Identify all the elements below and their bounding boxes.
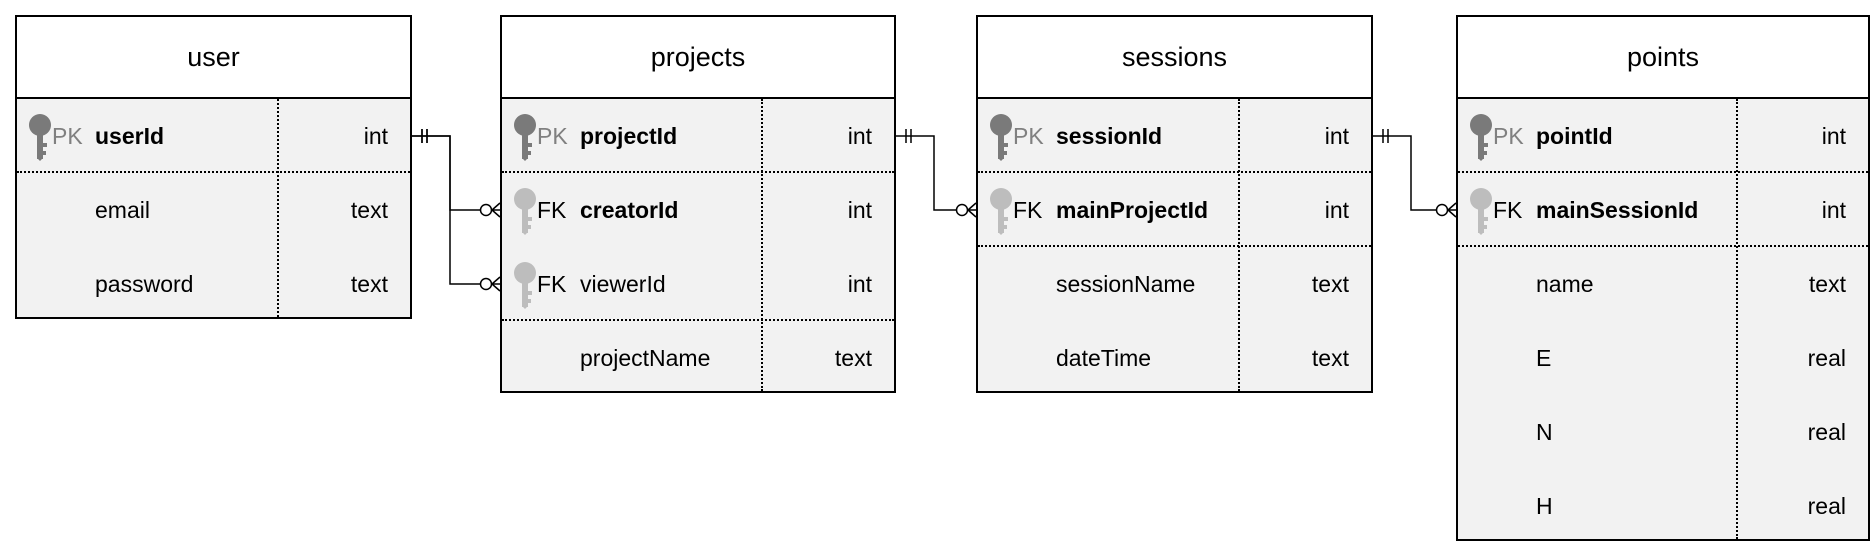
foreign-key-icon [990,188,1012,235]
field-row[interactable]: FK viewerId int [502,247,894,321]
field-type: int [1821,197,1846,223]
field-name: viewerId [580,271,666,297]
field-row[interactable]: PK userId int [17,99,410,173]
field-name: sessionName [1056,271,1196,297]
field-type: text [350,197,388,223]
primary-key-label: PK [52,123,83,149]
relationship-line [896,135,956,211]
column-divider [277,99,279,317]
field-type: int [363,123,388,149]
field-row[interactable]: PK sessionId int [978,99,1371,173]
many-marker [491,202,501,218]
foreign-key-label: FK [1493,197,1523,223]
entity-title: points [1458,17,1868,99]
field-type: real [1807,419,1846,445]
field-name: email [95,197,150,223]
field-row[interactable]: projectName text [502,321,894,395]
zero-marker [1435,203,1449,217]
field-name: sessionId [1056,123,1163,149]
zero-marker [479,203,493,217]
primary-key-icon [29,114,51,161]
field-type: int [1324,123,1349,149]
field-name: projectId [580,123,678,149]
field-row[interactable]: name text [1458,247,1868,321]
foreign-key-label: FK [537,197,567,223]
field-type: text [350,271,388,297]
foreign-key-icon [514,262,536,309]
foreign-key-icon [1470,188,1492,235]
field-type: real [1807,345,1846,371]
field-row[interactable]: email text [17,173,410,247]
primary-key-icon [990,114,1012,161]
field-type: int [847,197,872,223]
field-name: dateTime [1056,345,1152,371]
entity-title: projects [502,17,894,99]
primary-key-label: PK [1013,123,1044,149]
field-name: userId [95,123,165,149]
column-divider [1238,99,1240,391]
field-row[interactable]: FK mainProjectId int [978,173,1371,247]
field-row[interactable]: PK pointId int [1458,99,1868,173]
field-type: int [847,271,872,297]
field-type: text [1311,345,1349,371]
field-name: mainSessionId [1536,197,1699,223]
field-row[interactable]: password text [17,247,410,321]
many-marker [1447,202,1457,218]
field-row[interactable]: dateTime text [978,321,1371,395]
field-name: name [1536,271,1594,297]
field-type: text [1808,271,1846,297]
field-name: creatorId [580,197,679,223]
field-row[interactable]: PK projectId int [502,99,894,173]
field-type: real [1807,493,1846,519]
field-name: pointId [1536,123,1613,149]
many-marker [967,202,977,218]
field-type: text [834,345,872,371]
entity-title: user [17,17,410,99]
field-name: password [95,271,194,297]
relationship-line [412,135,480,211]
field-type: int [847,123,872,149]
field-name: projectName [580,345,711,371]
primary-key-label: PK [537,123,568,149]
field-name: H [1536,493,1553,519]
field-name: mainProjectId [1056,197,1209,223]
field-row[interactable]: sessionName text [978,247,1371,321]
zero-marker [955,203,969,217]
column-divider [1736,99,1738,539]
field-type: int [1821,123,1846,149]
field-name: E [1536,345,1552,371]
field-row[interactable]: FK creatorId int [502,173,894,247]
zero-marker [479,277,493,291]
field-row[interactable]: FK mainSessionId int [1458,173,1868,247]
relationship-line [412,135,480,285]
field-type: text [1311,271,1349,297]
entity-title: sessions [978,17,1371,99]
field-type: int [1324,197,1349,223]
column-divider [761,99,763,391]
many-marker [491,276,501,292]
primary-key-icon [514,114,536,161]
foreign-key-icon [514,188,536,235]
relationship-line [1373,135,1436,211]
primary-key-label: PK [1493,123,1524,149]
primary-key-icon [1470,114,1492,161]
foreign-key-label: FK [537,271,567,297]
foreign-key-label: FK [1013,197,1043,223]
field-name: N [1536,419,1553,445]
